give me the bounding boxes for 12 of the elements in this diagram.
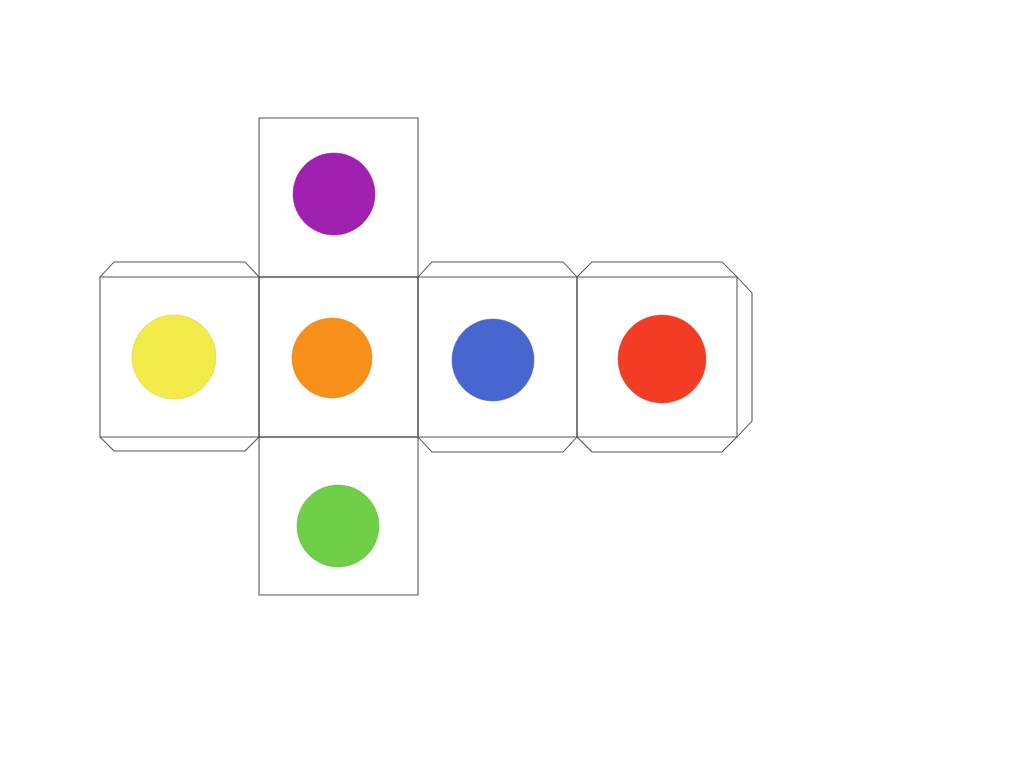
colored-dot [291,317,373,399]
face-square [99,276,260,438]
face-square [417,276,578,438]
colored-dot [296,484,380,568]
colored-dot [131,314,217,400]
face-square [258,276,419,438]
colored-dot [617,314,707,404]
face-square [576,276,738,438]
face-square [258,117,419,278]
face-square [258,436,419,596]
colored-dot [292,152,376,236]
colored-dot [451,318,535,402]
